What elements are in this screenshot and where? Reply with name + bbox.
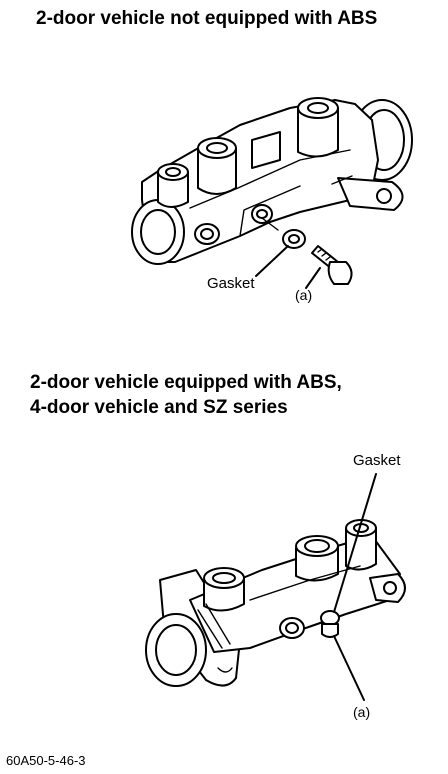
bolt-part-a-top [311, 245, 353, 285]
bottom-figure-heading-line2: 4-door vehicle and SZ series [30, 397, 288, 418]
gasket-label-bottom: Gasket [353, 452, 401, 469]
gasket-leader-line-bottom [333, 473, 377, 613]
part-a-leader-line-bottom [333, 635, 365, 701]
bottom-figure-heading-line1: 2-door vehicle equipped with ABS, [30, 372, 342, 393]
gasket-washer-bottom [320, 610, 340, 626]
assembly-axis-line-top [261, 217, 279, 231]
part-a-label-top: (a) [295, 287, 313, 303]
part-a-label-bottom: (a) [353, 704, 371, 720]
master-cylinder-body-top [131, 97, 413, 265]
gasket-leader-line-top [255, 245, 289, 277]
gasket-label-top: Gasket [207, 275, 255, 292]
gasket-washer-top [282, 229, 306, 249]
part-a-leader-line-top [305, 267, 321, 289]
bolt-part-a-bottom [320, 610, 340, 638]
figure-code-caption: 60A50-5-46-3 [6, 753, 86, 768]
master-cylinder-body-bottom [145, 519, 406, 687]
top-figure-heading: 2-door vehicle not equipped with ABS [36, 8, 378, 29]
